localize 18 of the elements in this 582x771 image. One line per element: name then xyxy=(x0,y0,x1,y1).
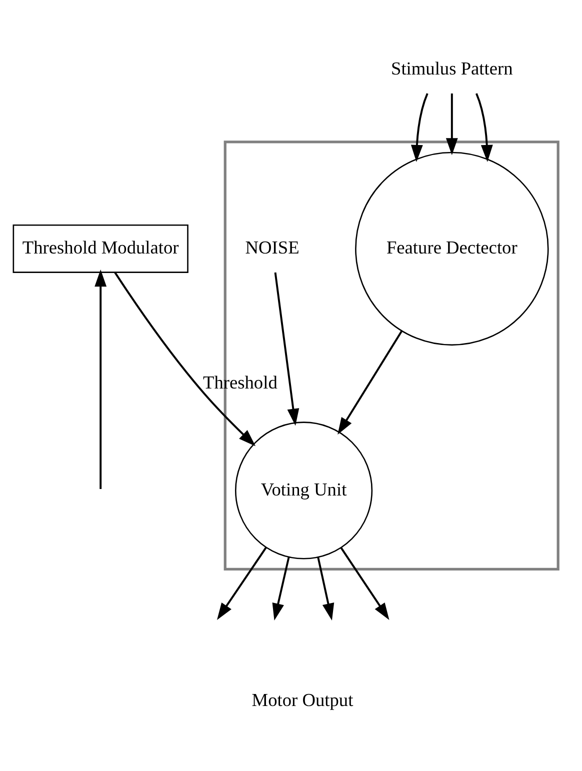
arrow xyxy=(446,93,458,156)
node-box: Threshold Modulator xyxy=(12,224,188,273)
node-circle: Voting Unit xyxy=(234,422,373,560)
arrow xyxy=(114,272,256,446)
arrow xyxy=(476,93,493,162)
arrow xyxy=(272,557,290,620)
arrow xyxy=(94,270,107,490)
arrow xyxy=(410,93,428,162)
arrow xyxy=(274,272,300,426)
node-text: Stimulus Pattern xyxy=(391,58,513,79)
node-text: NOISE xyxy=(245,238,300,258)
arrow xyxy=(216,546,267,620)
label: Motor Output xyxy=(252,690,354,710)
arrow xyxy=(317,557,334,620)
edge-label: Threshold xyxy=(203,372,278,392)
node-circle: Feature Dectector xyxy=(355,152,549,346)
arrow xyxy=(338,330,403,435)
arrow xyxy=(340,547,390,620)
